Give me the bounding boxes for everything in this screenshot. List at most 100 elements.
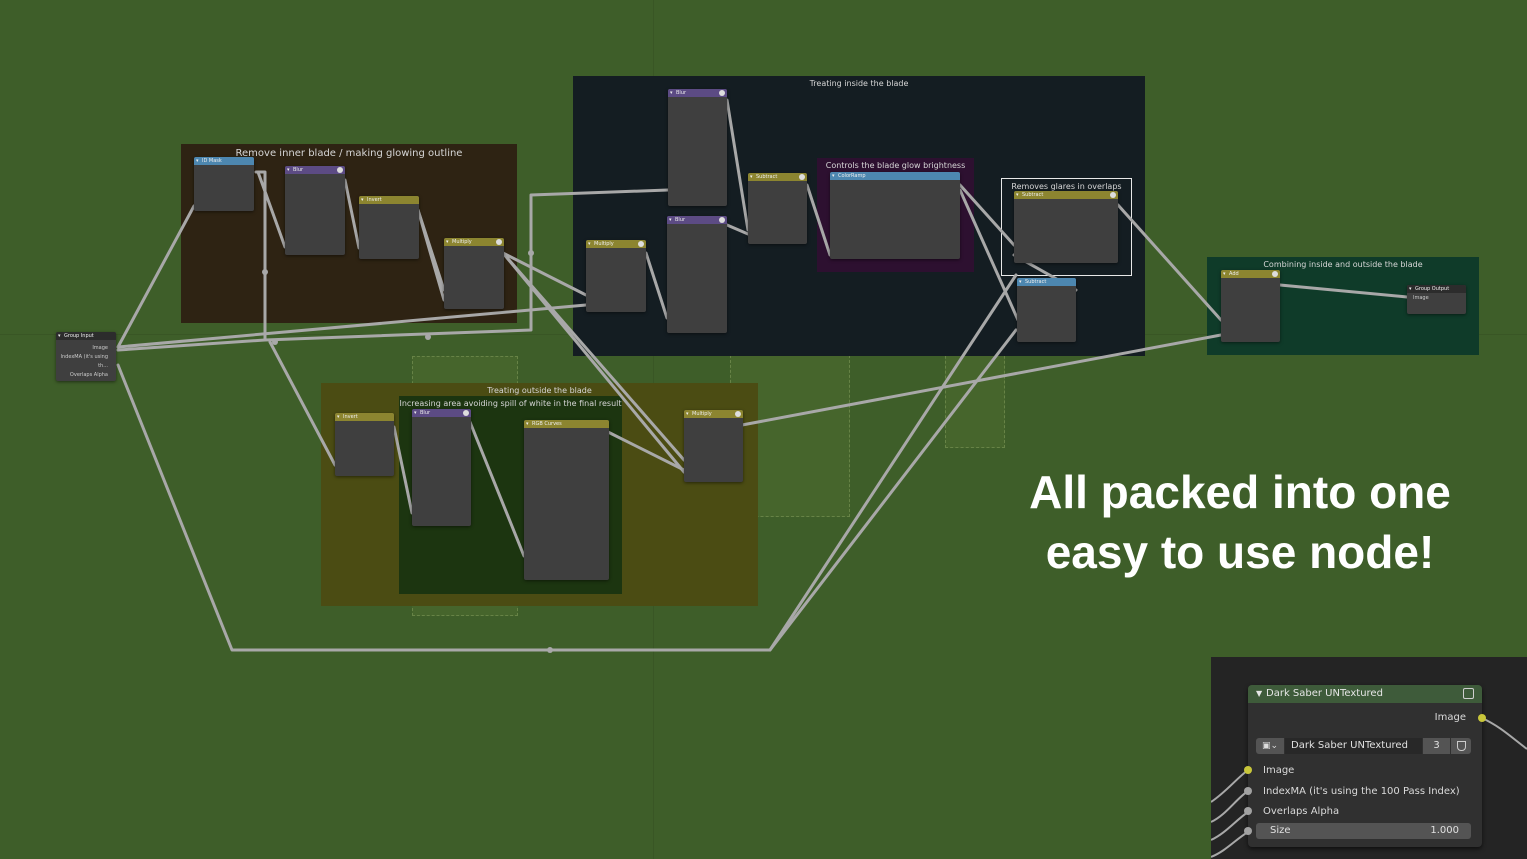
socket-label: IndexMA (it's using th... [60,354,108,369]
node-group-icon[interactable] [1463,688,1474,699]
toggle-icon[interactable] [337,167,343,173]
wire [725,223,750,236]
node-header: Blur [420,410,431,416]
frame-title: Treating outside the blade [487,386,592,395]
node-title: Dark Saber UNTextured [1266,688,1383,699]
node-header: Invert [335,413,394,421]
node-header: Blur [676,90,687,96]
size-label: Size [1270,825,1291,836]
output-socket-image[interactable] [1478,714,1486,722]
wire [1116,203,1223,322]
node-header: Multiply [452,239,472,245]
node-header: ColorRamp [830,172,960,180]
node-header: Blur [675,217,686,223]
input-socket-size[interactable] [1244,827,1252,835]
size-field[interactable]: Size 1.000 [1256,823,1471,839]
node-header: Blur [293,167,304,173]
toggle-icon[interactable] [496,239,502,245]
toggle-icon[interactable] [735,411,741,417]
wire [343,178,361,250]
input-index-label: IndexMA (it's using the 100 Pass Index) [1263,786,1460,797]
node-blur[interactable]: Blur [668,89,727,206]
node-subtract[interactable]: Subtract [1017,278,1076,342]
toggle-icon[interactable] [799,174,805,180]
frame-title: Controls the blade glow brightness [825,161,966,170]
wire [116,303,588,349]
frame-title: Removes glares in overlaps [1011,182,1122,191]
node-header: Multiply [692,411,712,417]
node-header: Invert [359,196,419,204]
node-color-ramp[interactable]: ColorRamp [830,172,960,259]
node-header: Subtract [1022,192,1044,198]
toggle-icon[interactable] [719,217,725,223]
size-value: 1.000 [1430,825,1459,836]
node-blur[interactable]: Blur [285,166,345,255]
wire [254,170,267,342]
toggle-icon[interactable] [638,241,644,247]
wire [606,430,686,472]
node-blur[interactable]: Blur [667,216,727,333]
node-id-mask[interactable]: ID Mask [194,157,254,211]
wire [958,183,1016,247]
node-header: Multiply [594,241,614,247]
wire [725,98,750,232]
toggle-icon[interactable] [463,410,469,416]
node-header: Add [1229,271,1239,277]
frame-title: Treating inside the blade [809,79,909,88]
wire [256,170,287,249]
wire [268,340,337,467]
input-overlaps-label: Overlaps Alpha [1263,806,1340,817]
wire [501,251,686,474]
wire [416,208,446,302]
node-group-output[interactable]: Group Output Image [1407,285,1466,314]
node-blur[interactable]: Blur [412,409,471,526]
wire [116,204,196,349]
output-image-label: Image [1434,712,1466,723]
frame-removes-glares[interactable]: Removes glares in overlaps [1001,178,1132,276]
wire [958,188,1020,322]
node-invert[interactable]: Invert [359,196,419,259]
node-subtract[interactable]: Subtract [1014,191,1118,263]
toggle-icon[interactable] [719,90,725,96]
node-multiply[interactable]: Multiply [684,410,743,482]
node-group-input[interactable]: Group Input Image IndexMA (it's using th… [56,332,116,381]
node-add[interactable]: Add [1221,270,1280,342]
wire [501,251,588,297]
promo-line-2: easy to use node! [1045,526,1435,578]
toggle-icon[interactable] [1272,271,1278,277]
node-group-name[interactable]: Dark Saber UNTextured [1285,738,1422,754]
input-socket-index[interactable] [1244,787,1252,795]
dark-saber-group-node[interactable]: ▼Dark Saber UNTextured Image ▣⌄ Dark Sab… [1244,685,1486,847]
input-socket-image[interactable] [1244,766,1252,774]
collapse-icon[interactable]: ▼ [1256,689,1263,698]
group-node-preview-panel: ▼Dark Saber UNTextured Image ▣⌄ Dark Sab… [1211,657,1527,859]
socket-label: Overlaps Alpha [69,372,108,378]
node-header: Group Output [1407,285,1466,293]
node-tree-icon[interactable]: ▣⌄ [1256,738,1284,754]
wire [116,188,670,352]
frame-title: Combining inside and outside the blade [1263,260,1423,269]
node-invert[interactable]: Invert [335,413,394,476]
input-image-label: Image [1263,765,1295,776]
node-header: Subtract [1017,278,1076,286]
wire [644,251,669,320]
node-header: Group Input [56,332,116,340]
node-header: RGB Curves [524,420,609,428]
promo-text: All packed into one easy to use node! [1000,462,1480,582]
input-socket-overlaps[interactable] [1244,807,1252,815]
user-count[interactable]: 3 [1423,738,1450,754]
node-header[interactable]: ▼Dark Saber UNTextured [1248,685,1482,703]
wire [468,420,526,558]
node-multiply[interactable]: Multiply [586,240,646,312]
toggle-icon[interactable] [1110,192,1116,198]
node-header: ID Mask [194,157,254,165]
wire [1278,283,1409,299]
node-multiply[interactable]: Multiply [444,238,504,309]
fake-user-shield-icon[interactable] [1451,738,1471,754]
node-rgb-curves[interactable]: RGB Curves [524,420,609,580]
socket-label: Image [1413,295,1429,301]
node-subtract[interactable]: Subtract [748,173,807,244]
node-group-selector[interactable]: ▣⌄ Dark Saber UNTextured 3 [1256,738,1471,754]
